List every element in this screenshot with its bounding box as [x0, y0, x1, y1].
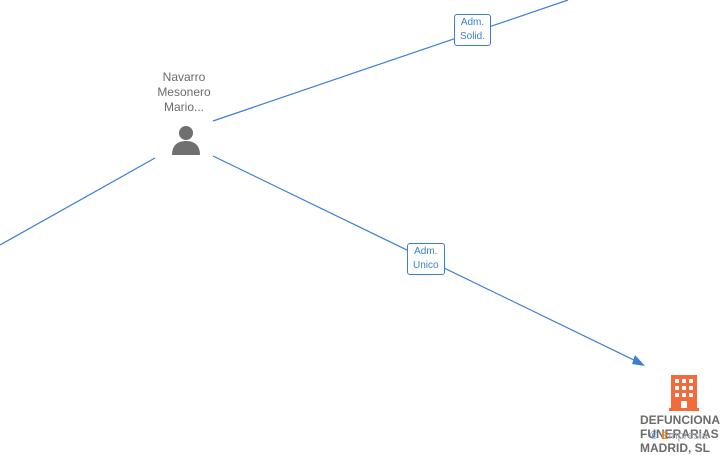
arrowhead-icon: [632, 355, 645, 366]
person-name-line-1: Navarro: [162, 70, 206, 84]
person-node-label[interactable]: Navarro Mesonero Mario...: [138, 70, 230, 115]
person-icon[interactable]: [170, 124, 202, 156]
company-name-line-2: FUNERARIAS: [640, 427, 719, 441]
person-name-line-2: Mesonero: [157, 85, 211, 99]
watermark-text: mpresia: [668, 430, 708, 442]
relation-label-adm-unico[interactable]: Adm. Unico: [407, 243, 445, 275]
company-name-line-1: DEFUNCIONA: [640, 413, 720, 427]
watermark-e: E: [661, 430, 669, 442]
edge-to-left-node: [0, 157, 156, 246]
empresia-watermark: © Empresia: [650, 430, 708, 442]
building-icon[interactable]: [669, 375, 699, 411]
person-name-line-3: Mario...: [163, 100, 204, 114]
copyright-icon: ©: [650, 430, 659, 442]
edge-adm-solid: [212, 0, 569, 122]
relation-label-adm-solid[interactable]: Adm. Solid.: [454, 14, 492, 46]
company-name-line-3: MADRID, SL: [640, 441, 710, 455]
